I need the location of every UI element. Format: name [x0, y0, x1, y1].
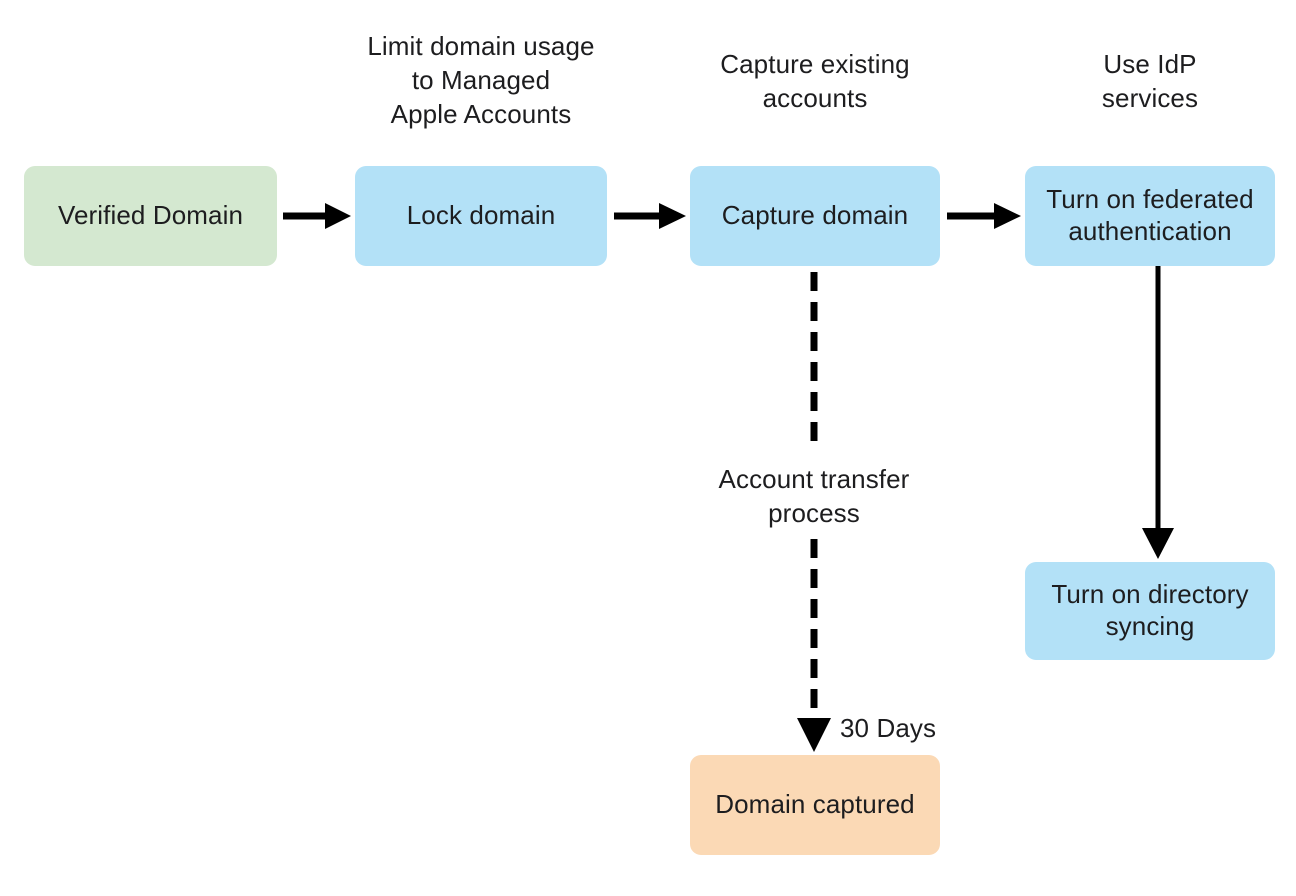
node-verified-domain[interactable]: Verified Domain — [24, 166, 277, 266]
node-turn-on-federated-authentication[interactable]: Turn on federated authentication — [1025, 166, 1275, 266]
node-lock-domain[interactable]: Lock domain — [355, 166, 607, 266]
node-capture-domain[interactable]: Capture domain — [690, 166, 940, 266]
edge-verified-to-lock — [283, 203, 351, 229]
edge-federated-to-directory — [1142, 266, 1174, 559]
node-turn-on-directory-syncing[interactable]: Turn on directory syncing — [1025, 562, 1275, 660]
edge-lock-to-capture — [614, 203, 686, 229]
caption-use-idp-services: Use IdP services — [1101, 49, 1199, 113]
edge-label-account-transfer-process: Account transfer process — [718, 464, 910, 528]
node-domain-captured[interactable]: Domain captured — [690, 755, 940, 855]
edge-label-30-days: 30 Days — [840, 713, 937, 743]
caption-limit-domain-usage: Limit domain usage to Managed Apple Acco… — [367, 31, 595, 129]
caption-capture-existing-accounts: Capture existing accounts — [720, 49, 910, 113]
edge-capture-to-federated — [947, 203, 1021, 229]
